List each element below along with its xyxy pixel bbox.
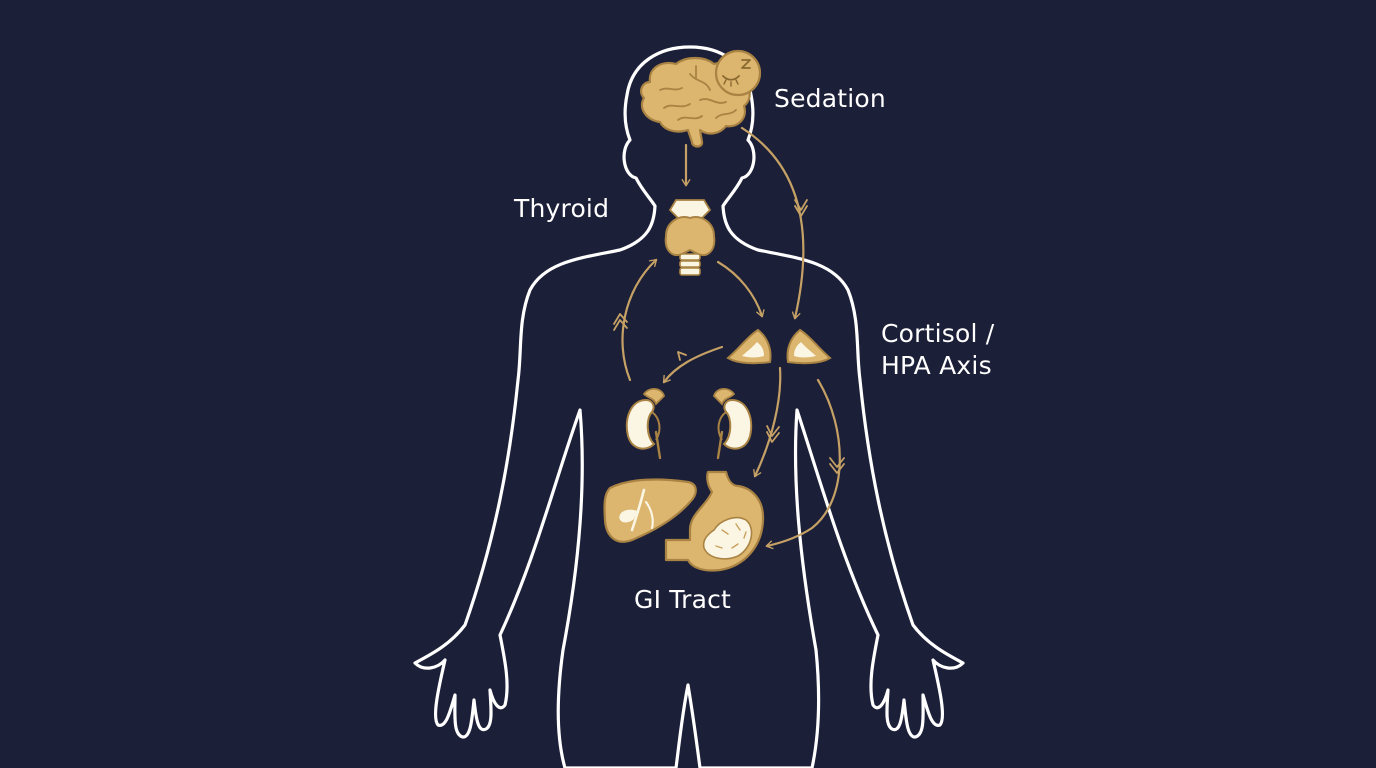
arrow-adrenal-to-stomach <box>753 366 782 478</box>
label-gi-tract: GI Tract <box>634 585 732 614</box>
label-thyroid: Thyroid <box>514 194 610 223</box>
arrow-chevrons <box>613 199 845 474</box>
arrow-adrenal-to-kidney <box>662 345 724 384</box>
sleep-icon <box>714 49 762 97</box>
arrow-adrenal-to-gi <box>765 378 841 550</box>
thyroid-icon <box>664 199 716 276</box>
label-cortisol-line2: HPA Axis <box>881 351 992 380</box>
human-body-outline <box>413 45 965 768</box>
arrow-kidney-to-thyroid <box>621 258 658 382</box>
arrow-brain-to-adrenal <box>740 126 805 320</box>
adrenal-gland-icon <box>726 328 832 365</box>
label-cortisol-line1: Cortisol / <box>881 319 995 348</box>
arrow-thyroid-to-adrenal <box>716 260 765 318</box>
liver-icon <box>603 478 697 543</box>
stomach-icon <box>664 470 765 572</box>
label-cortisol-hpa-axis: Cortisol / HPA Axis <box>881 318 994 382</box>
label-sedation: Sedation <box>774 84 886 113</box>
kidney-icon <box>625 388 753 460</box>
